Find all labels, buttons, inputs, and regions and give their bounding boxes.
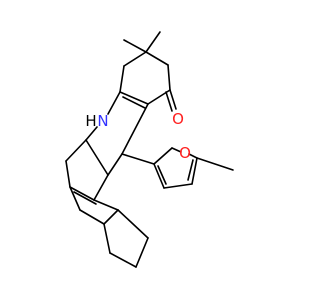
bond-lines [65,31,234,268]
furan-oxygen-label: O [179,144,191,162]
bond [119,91,149,105]
bond [103,209,119,225]
bond [171,147,182,153]
bond [93,174,109,201]
bond [109,252,137,268]
nitrogen-label: N [97,112,108,130]
bond [85,126,98,141]
bond [65,139,87,162]
bond [123,51,147,67]
bond [153,163,165,189]
nitrogen-hydrogen-label: H [85,112,96,130]
bond [107,91,121,115]
structure-canvas: N H O O [65,31,234,268]
bond [145,31,161,53]
bond [187,159,194,181]
bond [79,209,105,225]
bond [135,237,149,268]
bond [121,103,149,155]
ketone-oxygen-label: O [172,110,184,128]
bond [93,199,119,211]
bond [188,153,198,159]
bond [145,51,169,66]
bond [121,153,155,165]
bond [73,191,97,205]
bond [123,39,147,53]
bond [65,160,71,188]
bond [167,64,171,91]
bond [191,157,198,185]
bond [107,153,123,176]
bond [169,89,177,110]
bond [103,223,111,254]
bond [122,96,146,109]
bond [85,139,109,176]
bond [165,91,173,112]
bond [117,209,149,239]
bond [119,65,125,93]
atom-labels: N H O O [85,110,191,162]
chemical-structure-diagram: N H O O [65,31,234,268]
bond [157,165,167,185]
bond [69,186,95,201]
bond [69,186,81,211]
bond [163,183,193,189]
bond [153,147,173,165]
bond [196,157,234,171]
